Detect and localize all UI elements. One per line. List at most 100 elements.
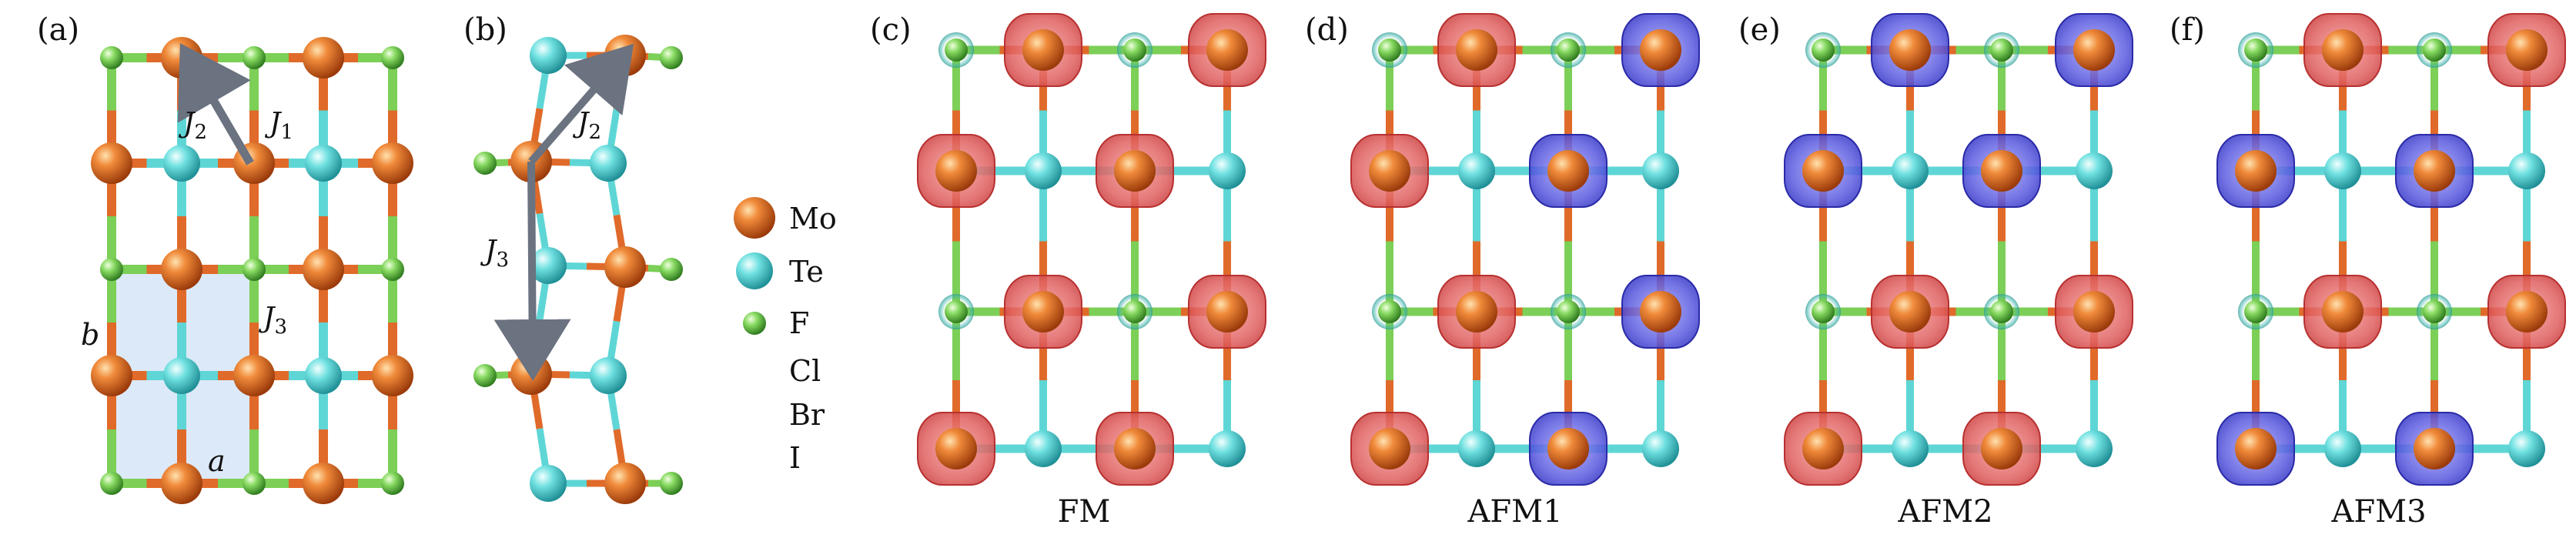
mo-atom [2322, 29, 2364, 71]
mo-atom [2235, 150, 2277, 192]
halogen-atom [1990, 300, 2013, 323]
halogen-atom [381, 472, 404, 495]
panel-f-afm3 [2216, 13, 2566, 486]
halogen-atom [2423, 300, 2446, 323]
te-atom [2324, 152, 2361, 189]
te-atom [305, 357, 342, 394]
halogen-atom [243, 46, 266, 69]
halogen-atom [1557, 300, 1580, 323]
mo-atom [1369, 150, 1410, 192]
mo-atom [1456, 291, 1497, 332]
mo-atom [1206, 291, 1248, 332]
j2-arrow [177, 43, 254, 165]
mo-atom [2414, 428, 2455, 469]
legend-mo-atom [734, 197, 775, 239]
halogen-atom [1812, 300, 1835, 323]
panel-d-afm1 [1350, 13, 1700, 486]
mo-atom [303, 463, 344, 504]
te-atom [1458, 152, 1495, 189]
mo-atom [1802, 150, 1844, 192]
te-atom [530, 37, 567, 74]
mo-atom [1547, 428, 1589, 469]
halogen-atom [660, 258, 683, 281]
te-atom [1025, 430, 1062, 467]
mo-atom [1889, 29, 1931, 71]
j1-label: J1 [264, 108, 293, 144]
halogen-atom [2423, 38, 2446, 62]
te-atom [2076, 430, 2113, 467]
mo-atom [1369, 428, 1410, 469]
j3-label-side: J3 [480, 236, 509, 272]
legend-te-atom [736, 252, 773, 289]
mo-atom [1547, 150, 1589, 192]
halogen-atom [1378, 300, 1401, 323]
legend-f-label: F [789, 306, 809, 340]
mo-atom [233, 355, 275, 396]
halogen-atom [945, 300, 968, 323]
lattice-b-label: b [81, 318, 99, 352]
mo-atom [935, 428, 977, 469]
te-atom [2508, 430, 2545, 467]
panel-label-c: (c) [870, 12, 912, 48]
mo-atom [604, 246, 646, 288]
halogen-atom [1378, 38, 1401, 62]
mo-atom [935, 150, 977, 192]
mo-atom [1022, 291, 1064, 332]
panel-label-a: (a) [37, 12, 79, 48]
caption-afm3: AFM3 [2330, 494, 2426, 530]
halogen-atom [381, 46, 404, 69]
halogen-atom [1812, 38, 1835, 62]
mo-atom [1981, 150, 2022, 192]
te-atom [305, 145, 342, 182]
te-atom [163, 357, 200, 394]
halogen-atom [2244, 300, 2267, 323]
mo-atom [91, 355, 132, 396]
side-atom-layer [473, 35, 683, 504]
panel-b-side-view: J2 J3 [473, 35, 683, 504]
mo-atom [1456, 29, 1497, 71]
mo-atom [604, 463, 646, 504]
mo-atom [2235, 428, 2277, 469]
legend: Mo Te F Cl Br I [734, 197, 837, 475]
mo-atom [2073, 291, 2115, 332]
halogen-atom [1123, 38, 1146, 62]
halogen-atom [660, 472, 683, 495]
mo-atom [1640, 29, 1681, 71]
mo-atom [1206, 29, 1248, 71]
te-atom [163, 145, 200, 182]
j3-label: J3 [258, 302, 287, 339]
mo-atom [372, 355, 413, 396]
legend-i-label: I [789, 441, 801, 475]
halogen-atom [100, 472, 123, 495]
lattice-a-label: a [208, 444, 226, 478]
panel-label-e: (e) [1738, 12, 1781, 48]
panel-c-fm [917, 13, 1266, 486]
te-atom [2508, 152, 2545, 189]
mo-atom [1114, 428, 1156, 469]
mo-atom [2322, 291, 2364, 332]
mo-atom [2414, 150, 2455, 192]
atom-layer [91, 37, 413, 504]
mo-atom [161, 463, 202, 504]
legend-halogen-atom [743, 312, 766, 335]
te-atom [590, 145, 627, 182]
panel-label-d: (d) [1305, 12, 1349, 48]
halogen-atom [243, 472, 266, 495]
te-atom [1892, 430, 1929, 467]
mo-atom [1114, 150, 1156, 192]
te-atom [2324, 430, 2361, 467]
caption-afm1: AFM1 [1467, 494, 1562, 530]
panel-label-b: (b) [463, 12, 507, 48]
mo-atom [303, 249, 344, 290]
te-atom [530, 465, 567, 502]
halogen-atom [473, 152, 497, 175]
legend-br-label: Br [789, 398, 825, 432]
te-atom [1209, 430, 1246, 467]
mo-atom [2506, 291, 2548, 332]
mo-atom [372, 142, 413, 184]
j2-arrow-side [528, 43, 634, 165]
mo-atom [1022, 29, 1064, 71]
mo-atom [2506, 29, 2548, 71]
te-atom [590, 357, 627, 394]
